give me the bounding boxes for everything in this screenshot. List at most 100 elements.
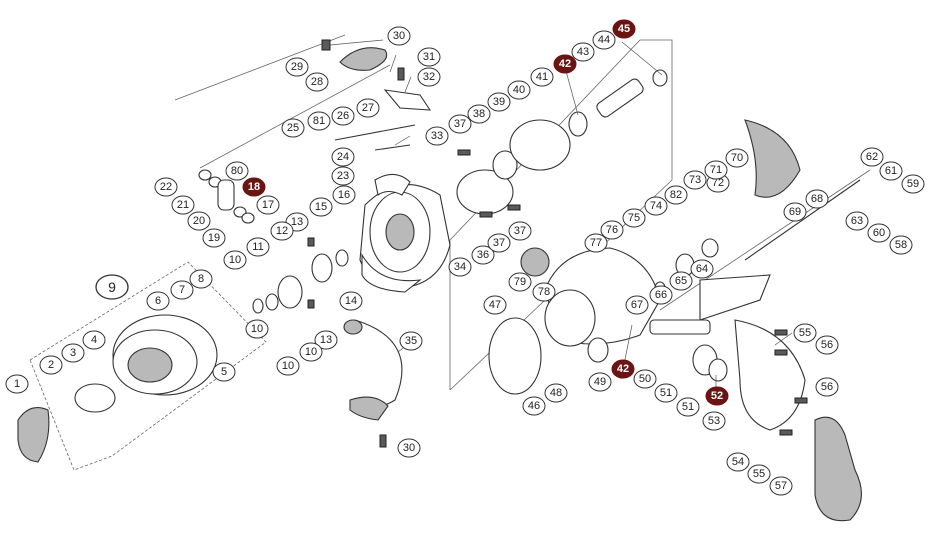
part-number: 47: [489, 299, 501, 311]
part-callout-71: 71: [704, 160, 728, 180]
part-callout-40: 40: [507, 80, 531, 100]
part-callout-23: 23: [331, 166, 355, 186]
part-number: 32: [423, 71, 435, 83]
part-callout-60: 60: [867, 223, 891, 243]
part-callout-15: 15: [309, 197, 333, 217]
part-number: 31: [423, 51, 435, 63]
group-label: 9: [108, 279, 116, 295]
part-callout-77: 77: [584, 233, 608, 253]
line-roller-stack: [198, 169, 255, 224]
part-number: 3: [70, 347, 76, 359]
part-number: 55: [799, 327, 811, 339]
handle-part: [744, 119, 862, 522]
part-callout-41: 41: [530, 67, 554, 87]
part-number: 54: [732, 456, 744, 468]
part-callout-76: 76: [600, 220, 624, 240]
part-number: 69: [789, 206, 801, 218]
part-number: 22: [160, 181, 172, 193]
part-callout-80: 80: [225, 161, 249, 181]
part-number: 4: [91, 334, 97, 346]
part-number: 8: [198, 273, 204, 285]
part-number: 10: [229, 254, 241, 266]
part-callout-17: 17: [256, 195, 280, 215]
part-callout-7: 7: [170, 280, 194, 300]
part-number: 33: [431, 130, 443, 142]
part-callout-36: 36: [471, 245, 495, 265]
reel-body: [488, 247, 806, 431]
part-callout-27: 27: [356, 98, 380, 118]
part-number: 23: [337, 170, 349, 182]
part-number: 56: [821, 381, 833, 393]
part-callout-51: 51: [654, 383, 678, 403]
part-number: 50: [639, 373, 651, 385]
part-callout-62: 62: [860, 147, 884, 167]
part-callout-12: 12: [270, 221, 294, 241]
part-callout-51: 51: [676, 397, 700, 417]
part-callout-64: 64: [690, 259, 714, 279]
part-callout-4: 4: [82, 330, 106, 350]
part-callout-61: 61: [879, 161, 903, 181]
part-number: 6: [155, 295, 161, 307]
part-number: 24: [337, 151, 349, 163]
part-callout-14: 14: [339, 291, 363, 311]
part-callout-70: 70: [725, 148, 749, 168]
part-number: 64: [696, 263, 708, 275]
part-number: 7: [179, 284, 185, 296]
part-callout-55: 55: [793, 323, 817, 343]
part-callout-78: 78: [532, 282, 556, 302]
part-callout-81: 81: [307, 111, 331, 131]
part-callout-30: 30: [387, 26, 411, 46]
drag-washers: [252, 249, 349, 314]
part-callout-20: 20: [187, 211, 211, 231]
part-callout-42: 42: [611, 359, 635, 379]
part-callout-35: 35: [399, 331, 423, 351]
part-callout-18: 18: [242, 177, 266, 197]
part-number: 1: [14, 378, 20, 390]
part-callout-74: 74: [644, 196, 668, 216]
part-callout-30: 30: [397, 438, 421, 458]
part-callout-37: 37: [508, 221, 532, 241]
part-callout-37: 37: [487, 233, 511, 253]
part-number: 15: [315, 201, 327, 213]
part-callout-3: 3: [61, 343, 85, 363]
part-callout-69: 69: [783, 202, 807, 222]
part-callout-53: 53: [702, 411, 726, 431]
part-number: 11: [252, 241, 263, 253]
part-callout-31: 31: [417, 47, 441, 67]
part-number: 66: [655, 289, 667, 301]
part-number: 36: [477, 249, 489, 261]
spool-part: [17, 314, 218, 463]
part-number: 26: [337, 110, 349, 122]
part-callout-63: 63: [845, 211, 869, 231]
part-callout-54: 54: [726, 452, 750, 472]
part-callout-22: 22: [154, 177, 178, 197]
part-number: 46: [528, 400, 540, 412]
part-number: 13: [320, 334, 332, 346]
part-number: 51: [682, 401, 694, 413]
part-callout-82: 82: [664, 185, 688, 205]
part-number: 40: [513, 84, 525, 96]
part-number: 70: [731, 152, 743, 164]
part-number: 51: [660, 387, 672, 399]
part-number: 53: [708, 415, 720, 427]
part-number: 60: [873, 227, 885, 239]
part-number: 74: [650, 200, 662, 212]
part-number: 30: [403, 442, 415, 454]
part-number: 49: [594, 376, 606, 388]
guide-line: [449, 39, 673, 390]
part-callout-47: 47: [483, 295, 507, 315]
part-number: 78: [538, 286, 550, 298]
part-number: 2: [48, 359, 54, 371]
part-number: 79: [514, 276, 526, 288]
part-callout-29: 29: [285, 57, 309, 77]
part-number: 77: [590, 237, 602, 249]
part-number: 35: [405, 335, 417, 347]
rotor-part: [359, 173, 451, 293]
part-number: 81: [313, 115, 325, 127]
part-number: 28: [311, 76, 323, 88]
part-number: 20: [193, 215, 205, 227]
part-number: 10: [305, 346, 317, 358]
part-number: 25: [287, 122, 299, 134]
part-callout-21: 21: [171, 195, 195, 215]
